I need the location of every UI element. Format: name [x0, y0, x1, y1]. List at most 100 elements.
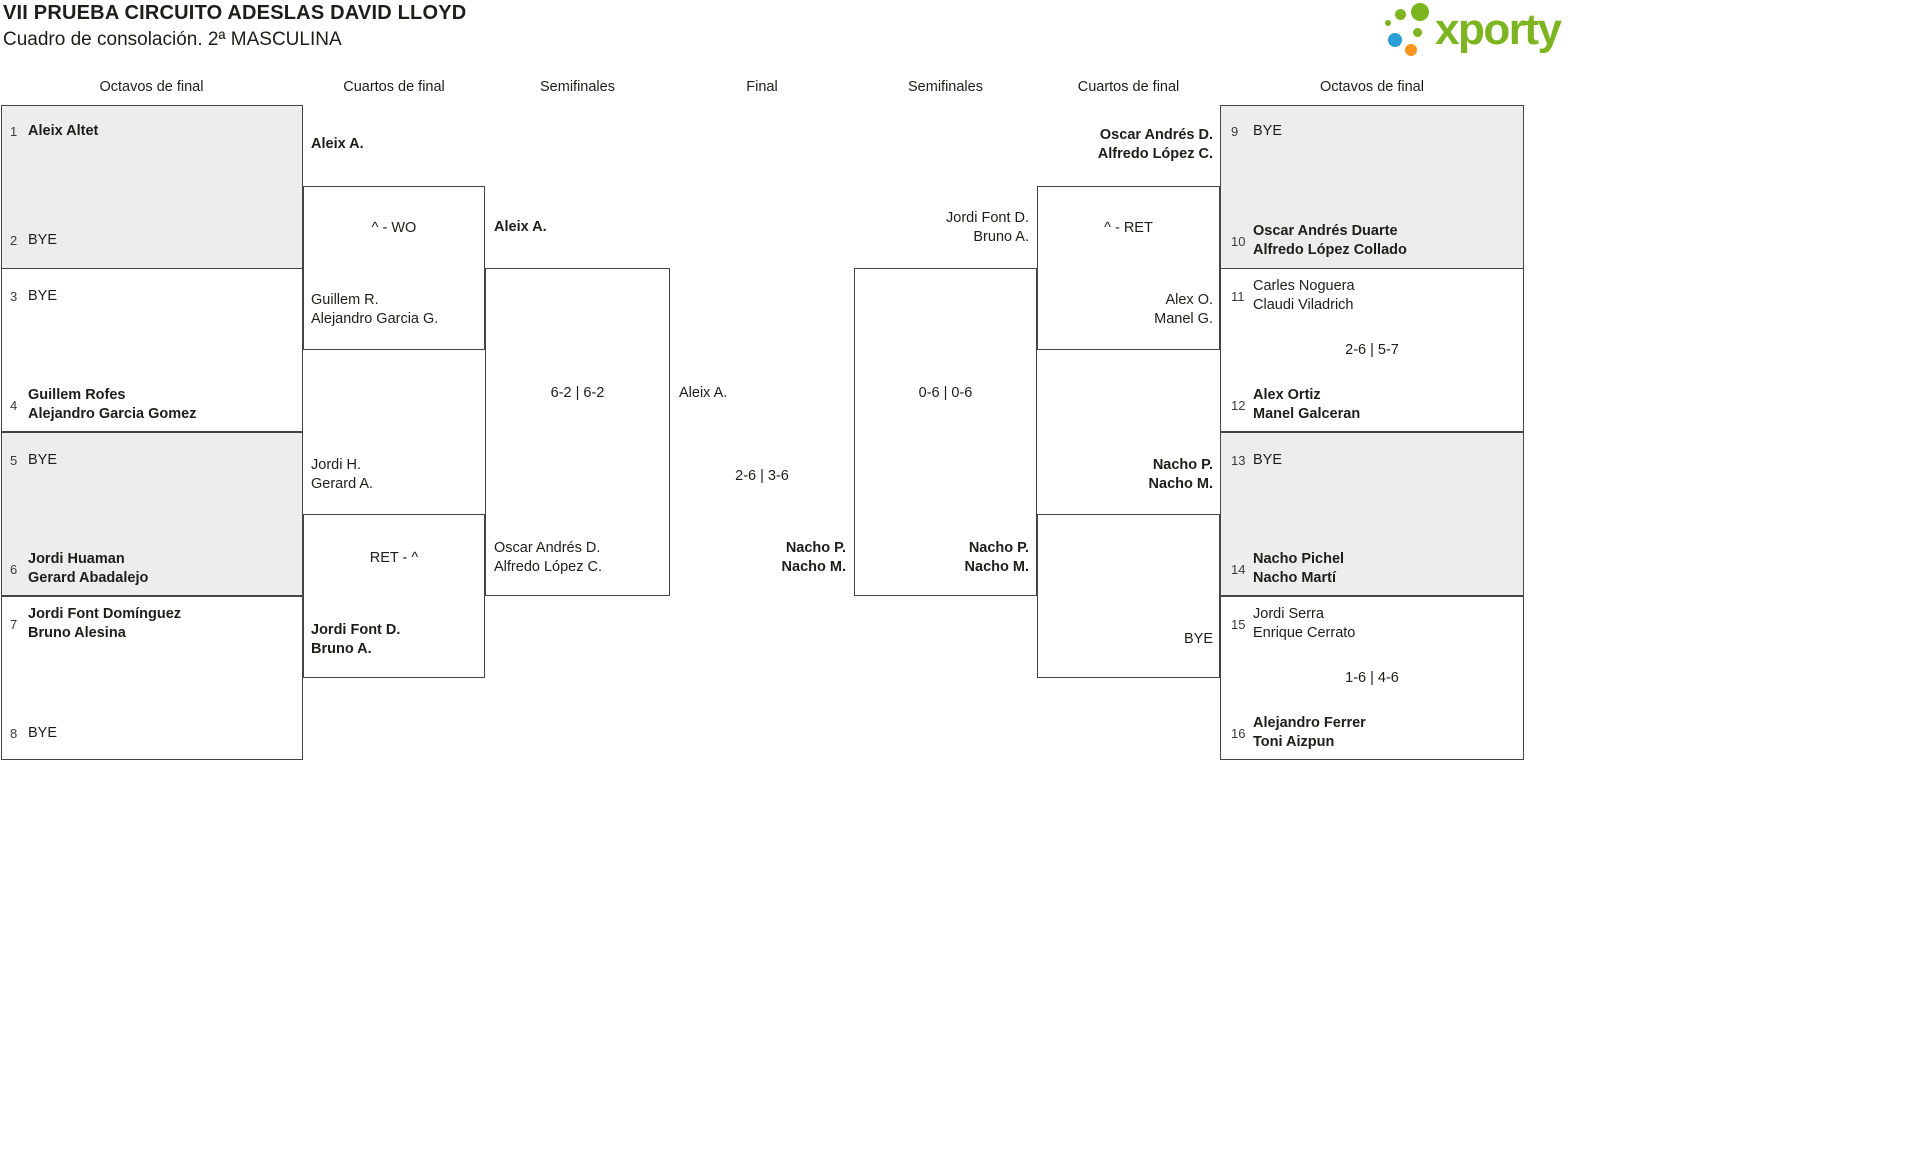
score-match-15-16: 1-6 | 4-6 — [1345, 670, 1399, 686]
seed-number: 3 — [10, 289, 18, 304]
team-name: Jordi Huaman — [28, 551, 125, 567]
qf-right-1-team-top: Oscar Andrés D.Alfredo López C. — [1097, 127, 1213, 162]
r16-entry-13: 13 BYE — [1231, 451, 1282, 470]
qf-left-2-team-top: Jordi H.Gerard A. — [311, 457, 374, 492]
seed-number: 13 — [1231, 453, 1246, 468]
seed-number: 16 — [1231, 725, 1246, 741]
logo-dot-green-small2-icon — [1413, 28, 1422, 37]
match-box-1-2 — [1, 105, 303, 269]
team-name: BYE — [1253, 123, 1283, 139]
match-box-sf-left — [485, 268, 670, 596]
sf-right-team-top: Jordi Font D.Bruno A. — [946, 210, 1029, 245]
round-header-left-r16: Octavos de final — [99, 79, 204, 95]
match-box-qf-right-2 — [1037, 514, 1220, 678]
final-team-left: Aleix A. — [679, 385, 728, 401]
round-header-right-sf: Semifinales — [908, 79, 983, 95]
r16-entry-1: 1 Aleix Altet — [10, 122, 98, 141]
team-name: Enrique Cerrato — [1253, 625, 1356, 641]
page-subtitle: Cuadro de consolación. 2ª MASCULINA — [3, 29, 342, 50]
team-name: Manel Galceran — [1253, 406, 1361, 422]
r16-entry-9: 9 BYE — [1231, 122, 1282, 141]
team-name: Jordi Font Domínguez — [28, 606, 182, 622]
team-name: BYE — [28, 725, 58, 741]
match-box-sf-right — [854, 268, 1037, 596]
team-name: BYE — [28, 452, 58, 468]
seed-number: 14 — [1231, 561, 1246, 577]
score-match-11-12: 2-6 | 5-7 — [1345, 342, 1399, 358]
team-name: Alejandro Garcia Gomez — [28, 406, 197, 422]
r16-entry-2: 2 BYE — [10, 231, 57, 250]
match-box-5-6 — [1, 432, 303, 596]
round-header-left-qf: Cuartos de final — [343, 79, 445, 95]
logo-dot-green-small-icon — [1385, 20, 1391, 26]
match-box-11-12 — [1220, 268, 1524, 432]
match-box-15-16 — [1220, 596, 1524, 760]
qf-right-2-team-bottom: BYE — [1183, 631, 1213, 647]
team-name: Gerard Abadalejo — [28, 570, 149, 586]
match-box-7-8 — [1, 596, 303, 760]
sf-left-team-top: Aleix A. — [494, 219, 547, 235]
r16-entry-3: 3 BYE — [10, 287, 57, 306]
team-name: Claudi Viladrich — [1253, 297, 1354, 313]
round-header-final: Final — [746, 79, 778, 95]
qf-left-1-score: ^ - WO — [371, 220, 417, 236]
qf-right-1-score: ^ - RET — [1104, 220, 1153, 236]
team-name: BYE — [28, 288, 58, 304]
r16-entry-8: 8 BYE — [10, 724, 57, 743]
logo-dot-orange-icon — [1405, 44, 1417, 56]
sf-left-team-bottom: Oscar Andrés D.Alfredo López C. — [494, 540, 603, 575]
sf-right-team-bottom: Nacho P.Nacho M. — [964, 540, 1029, 575]
seed-number: 10 — [1231, 233, 1246, 249]
team-name: BYE — [1253, 452, 1283, 468]
team-name: Alfredo López Collado — [1253, 242, 1407, 258]
seed-number: 15 — [1231, 616, 1246, 632]
qf-right-1-team-bottom: Alex O.Manel G. — [1154, 292, 1213, 327]
team-name: Nacho Martí — [1253, 570, 1336, 586]
team-name: Guillem Rofes — [28, 387, 126, 403]
r16-entry-5: 5 BYE — [10, 451, 57, 470]
seed-number: 4 — [10, 397, 18, 413]
match-box-9-10 — [1220, 105, 1524, 269]
match-box-qf-left-1 — [303, 186, 485, 350]
seed-number: 11 — [1231, 288, 1245, 304]
team-name: Bruno Alesina — [28, 625, 126, 641]
team-name: Oscar Andrés Duarte — [1253, 223, 1398, 239]
seed-number: 8 — [10, 726, 18, 741]
qf-left-2-team-bottom: Jordi Font D.Bruno A. — [311, 622, 401, 657]
team-name: Aleix Altet — [28, 123, 99, 139]
team-name: Toni Aizpun — [1253, 734, 1335, 750]
seed-number: 7 — [10, 616, 18, 632]
sf-left-score: 6-2 | 6-2 — [550, 385, 605, 401]
xporty-logo-text: xporty — [1435, 5, 1562, 54]
qf-left-1-team-bottom: Guillem R.Alejandro Garcia G. — [311, 292, 439, 327]
xporty-logo-mark — [1383, 3, 1435, 59]
match-box-qf-left-2 — [303, 514, 485, 678]
page-title: VII PRUEBA CIRCUITO ADESLAS DAVID LLOYD — [3, 2, 467, 24]
round-header-right-r16: Octavos de final — [1320, 79, 1424, 95]
seed-number: 6 — [10, 561, 18, 577]
qf-left-1-team-top: Aleix A. — [311, 136, 364, 152]
sf-right-score: 0-6 | 0-6 — [918, 385, 973, 401]
logo-dot-blue-icon — [1388, 33, 1402, 47]
xporty-logo[interactable]: xporty — [1383, 3, 1562, 59]
logo-dot-green-medium-icon — [1395, 9, 1406, 20]
seed-number: 1 — [10, 124, 18, 139]
seed-number: 12 — [1231, 397, 1246, 413]
final-score: 2-6 | 3-6 — [735, 468, 789, 484]
seed-number: 9 — [1231, 124, 1239, 139]
team-name: BYE — [28, 232, 58, 248]
logo-dot-green-large-icon — [1411, 3, 1429, 21]
team-name: Alex Ortiz — [1253, 387, 1321, 403]
team-name: Nacho Pichel — [1253, 551, 1345, 567]
qf-right-2-team-top: Nacho P.Nacho M. — [1148, 457, 1213, 492]
round-header-left-sf: Semifinales — [540, 79, 615, 95]
seed-number: 5 — [10, 453, 18, 468]
team-name: Carles Noguera — [1253, 278, 1355, 294]
